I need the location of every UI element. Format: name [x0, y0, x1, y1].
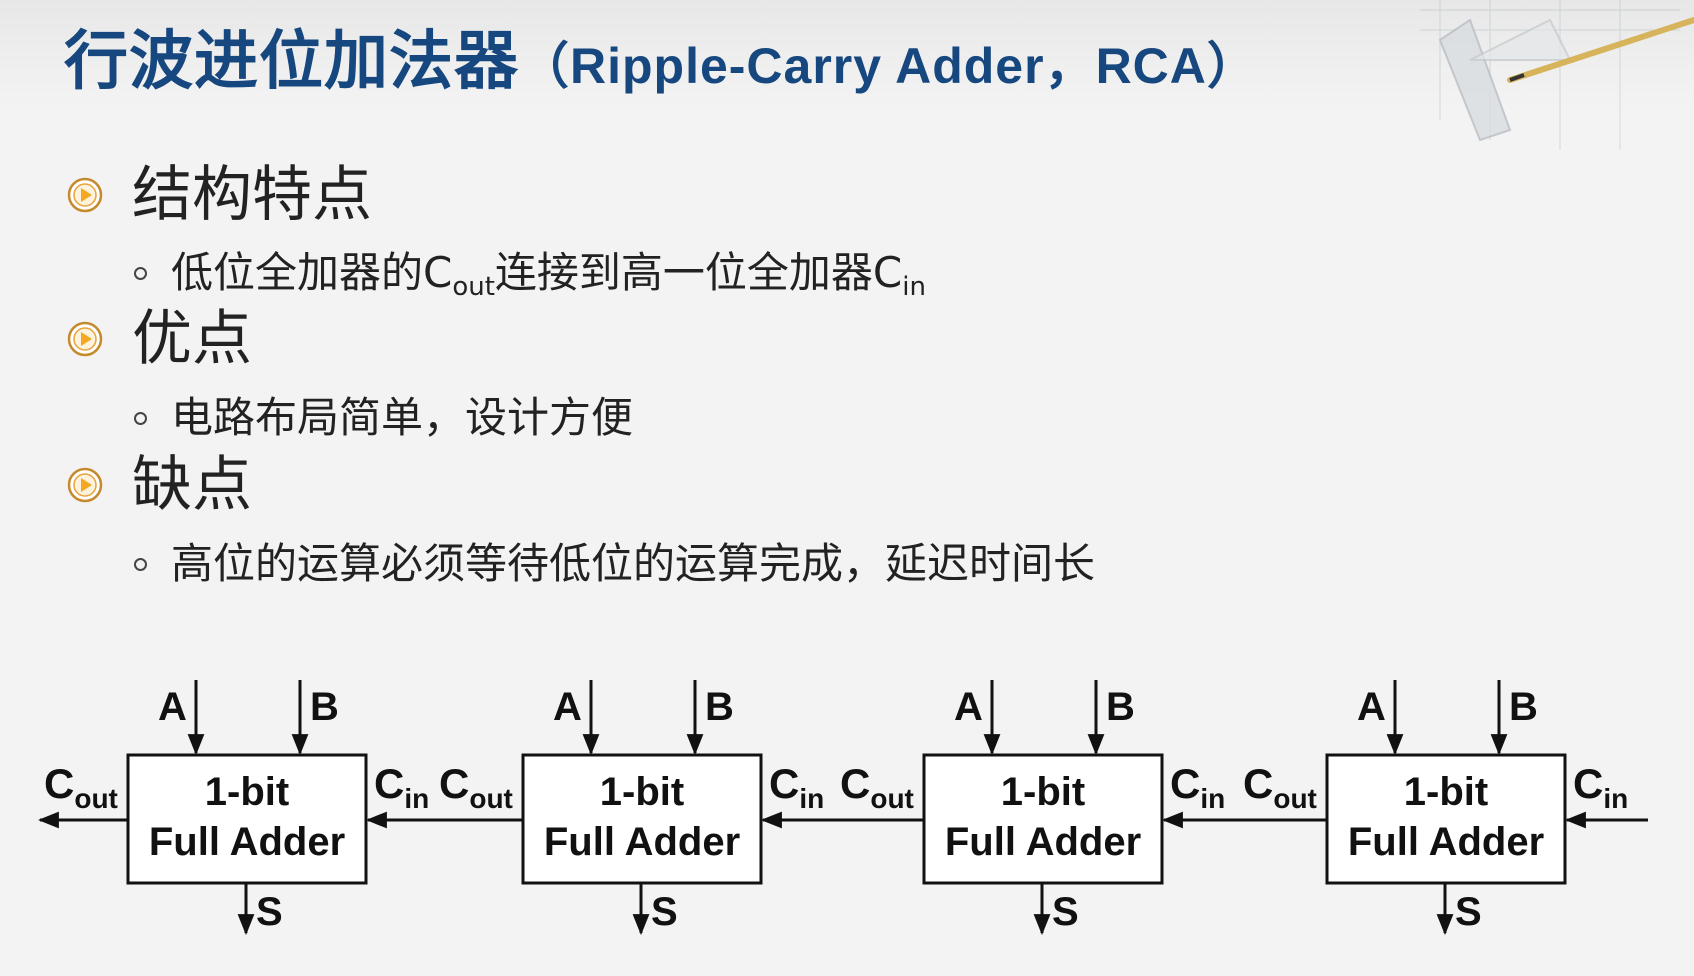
section-disadvantage: 缺点 [66, 450, 252, 520]
section-structure: 结构特点 [66, 160, 372, 230]
input-a-label: A [553, 685, 582, 729]
full-adder-block [922, 753, 1164, 885]
output-s-label: S [1455, 890, 1482, 934]
block-label-line2: Full Adder [544, 820, 740, 864]
block-label-line1: 1-bit [1404, 770, 1488, 814]
full-adder-block [126, 753, 368, 885]
input-a-label: A [1357, 685, 1386, 729]
block-label-line1: 1-bit [205, 770, 289, 814]
carry-in-label: Cin [1573, 760, 1628, 814]
section-heading: 优点 [132, 304, 252, 374]
sub-bullet-icon [134, 411, 147, 425]
section-advantage-item: 电路布局简单，设计方便 [134, 390, 633, 446]
block-label-line2: Full Adder [149, 820, 345, 864]
full-adder-block [521, 753, 763, 885]
sub-bullet-icon [134, 266, 147, 280]
input-a-label: A [954, 685, 983, 729]
structure-text-part2: 连接到高一位全加器C [494, 248, 903, 297]
block-label-line2: Full Adder [1348, 820, 1544, 864]
input-a-label: A [158, 685, 187, 729]
carry-in-label: Cin [1170, 760, 1225, 814]
play-circle-icon [67, 321, 103, 357]
title-main: 行波进位加法器 [64, 25, 519, 99]
output-s-label: S [1052, 890, 1079, 934]
structure-text-part1: 低位全加器的C [171, 248, 453, 297]
section-disadvantage-item: 高位的运算必须等待低位的运算完成，延迟时间长 [134, 536, 1095, 592]
sub-bullet-icon [134, 557, 147, 571]
block-label-line1: 1-bit [600, 770, 684, 814]
output-s-label: S [651, 890, 678, 934]
play-circle-icon [67, 177, 103, 213]
header-band [0, 0, 1694, 108]
output-s-label: S [256, 890, 283, 934]
input-b-label: B [705, 685, 734, 729]
carry-out-label: Cout [44, 760, 118, 814]
input-b-label: B [1509, 685, 1538, 729]
cout-subscript: out [452, 272, 495, 302]
carry-in-label: Cin [769, 760, 824, 814]
section-structure-item: 低位全加器的Cout连接到高一位全加器Cin [134, 245, 926, 301]
block-label-line1: 1-bit [1001, 770, 1085, 814]
title-sub: （Ripple-Carry Adder，RCA） [519, 38, 1258, 94]
section-heading: 结构特点 [132, 160, 372, 230]
input-b-label: B [310, 685, 339, 729]
carry-out-label: Cout [840, 760, 914, 814]
carry-out-label: Cout [439, 760, 513, 814]
carry-in-label: Cin [374, 760, 429, 814]
structure-text: 低位全加器的Cout连接到高一位全加器Cin [171, 245, 926, 301]
carry-out-label: Cout [1243, 760, 1317, 814]
advantage-text: 电路布局简单，设计方便 [171, 393, 634, 442]
section-heading: 缺点 [132, 450, 252, 520]
cin-subscript: in [902, 272, 926, 302]
play-circle-icon [67, 467, 103, 503]
section-advantage: 优点 [66, 304, 252, 374]
block-label-line2: Full Adder [945, 820, 1141, 864]
page-title: 行波进位加法器（Ripple-Carry Adder，RCA） [64, 22, 1258, 106]
input-b-label: B [1106, 685, 1135, 729]
disadvantage-text: 高位的运算必须等待低位的运算完成，延迟时间长 [171, 539, 1096, 588]
drafting-tools-icon [1420, 0, 1694, 150]
